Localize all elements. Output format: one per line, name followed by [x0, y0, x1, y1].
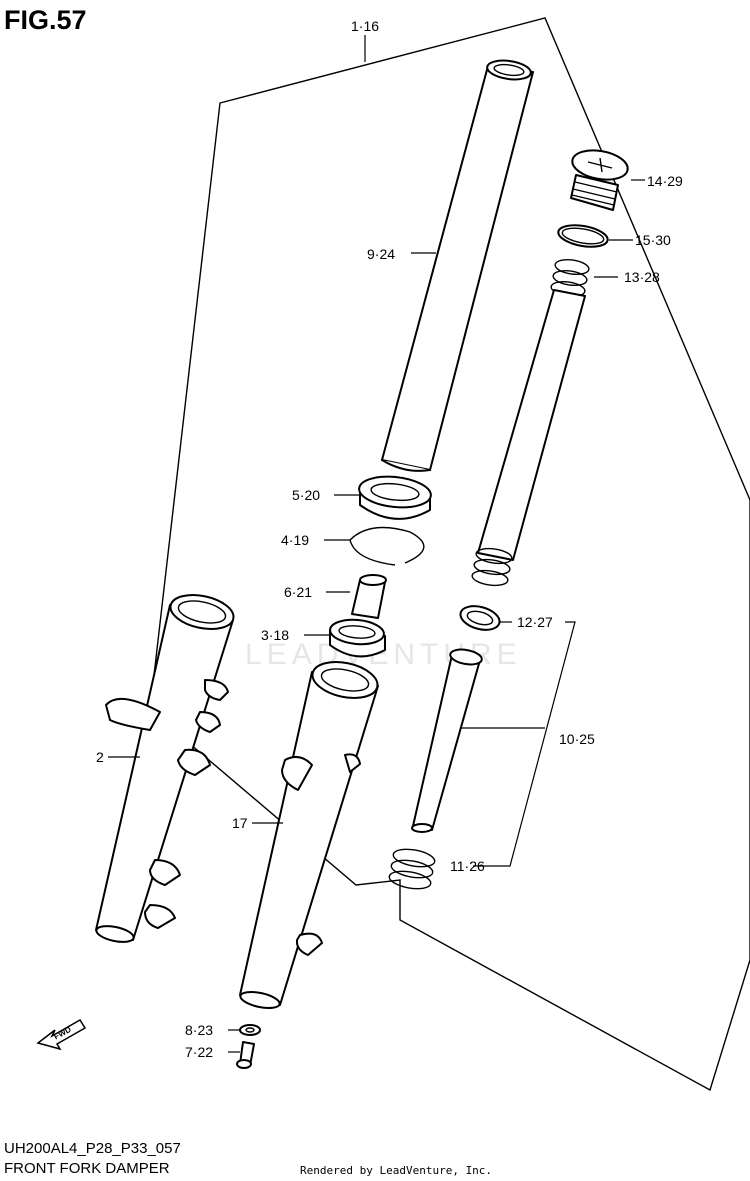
assembly-boundary [149, 17, 750, 1092]
damper-rod[interactable] [411, 647, 483, 833]
damper-rod-spring[interactable] [471, 289, 586, 587]
callout-8-23[interactable]: 8·23 [185, 1022, 213, 1038]
dust-seal[interactable] [358, 473, 433, 520]
callout-9-24[interactable]: 9·24 [367, 246, 395, 262]
damper-bolt[interactable] [236, 1041, 255, 1069]
callout-11-26[interactable]: 11·26 [450, 858, 485, 874]
callout-labels: 1·16 9·24 14·29 15·30 13·28 5·20 4·19 6·… [96, 18, 683, 1060]
callout-15-30[interactable]: 15·30 [635, 232, 671, 248]
callout-14-29[interactable]: 14·29 [647, 173, 683, 189]
callout-12-27[interactable]: 12·27 [517, 614, 553, 630]
spring-top[interactable] [550, 258, 590, 299]
rendered-by-credit: Rendered by LeadVenture, Inc. [300, 1164, 492, 1177]
stopper-ring[interactable] [349, 526, 425, 566]
figure-label: FIG.57 [4, 5, 87, 35]
fwd-arrow: FWD [36, 1018, 87, 1051]
callout-4-19[interactable]: 4·19 [281, 532, 309, 548]
catalog-code: UH200AL4_P28_P33_057 [4, 1140, 181, 1157]
callout-13-28[interactable]: 13·28 [624, 269, 660, 285]
callout-1-16[interactable]: 1·16 [351, 18, 379, 34]
callout-3-18[interactable]: 3·18 [261, 627, 289, 643]
small-spring[interactable] [458, 602, 502, 634]
outer-tube-left[interactable] [239, 657, 381, 1011]
callout-17[interactable]: 17 [232, 815, 248, 831]
damper-cap-bolt[interactable] [570, 146, 630, 211]
oil-seal[interactable] [329, 618, 386, 658]
callout-6-21[interactable]: 6·21 [284, 584, 312, 600]
callout-5-20[interactable]: 5·20 [292, 487, 320, 503]
diagram-title: FRONT FORK DAMPER [4, 1160, 170, 1177]
cylinder-bushing[interactable] [351, 574, 387, 619]
callout-7-22[interactable]: 7·22 [185, 1044, 213, 1060]
leader-lines [108, 35, 645, 1053]
rebound-spring[interactable] [388, 846, 436, 891]
o-ring[interactable] [557, 222, 610, 250]
gasket[interactable] [239, 1024, 261, 1036]
callout-2[interactable]: 2 [96, 749, 104, 765]
inner-tube[interactable] [381, 58, 534, 472]
outer-tube-right[interactable] [95, 590, 237, 945]
callout-10-25[interactable]: 10·25 [559, 731, 595, 747]
